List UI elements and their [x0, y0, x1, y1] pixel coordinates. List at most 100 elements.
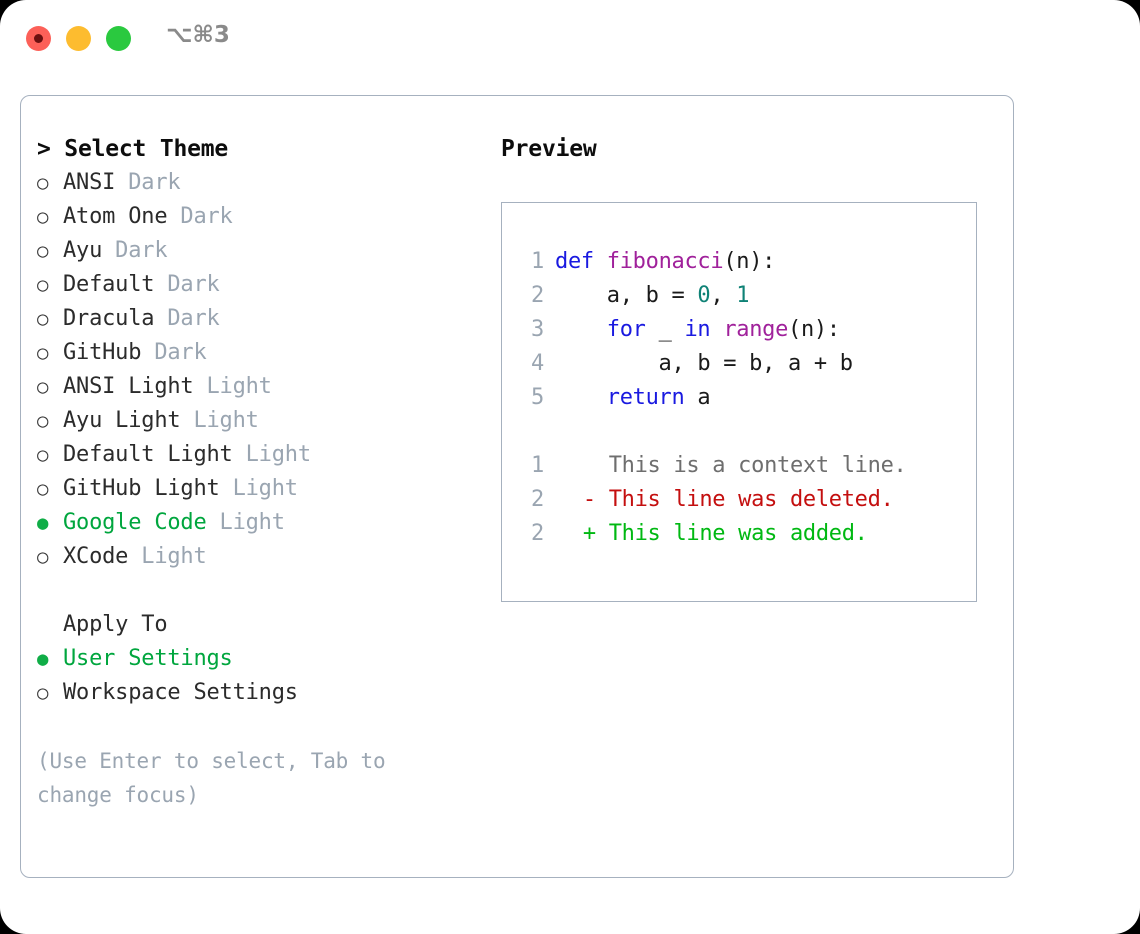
code-blank-line	[520, 415, 970, 449]
radio-selected-icon: ●	[37, 512, 49, 534]
diff-line-number: 2	[531, 487, 544, 512]
theme-option-variant: Light	[193, 374, 272, 399]
theme-option-variant: Light	[219, 476, 298, 501]
code-token	[710, 317, 723, 342]
radio-selected-icon: ●	[37, 648, 49, 670]
radio-unselected-icon: ○	[37, 682, 49, 704]
theme-option-name: Atom One	[63, 204, 168, 229]
code-token: return	[606, 385, 685, 410]
theme-option-name: ANSI	[63, 170, 116, 195]
title-bar: ⌥⌘3	[0, 0, 1140, 78]
theme-option-ansi-light[interactable]: ○ ANSI Light Light	[37, 370, 477, 404]
apply-to-option-name: User Settings	[63, 646, 233, 671]
theme-option-variant: Dark	[154, 272, 220, 297]
code-token: _	[645, 317, 685, 342]
theme-option-list[interactable]: ○ ANSI Dark ○ Atom One Dark ○ Ayu Dark ○ Defaul…	[37, 166, 477, 574]
code-token: in	[684, 317, 711, 342]
theme-option-dracula[interactable]: ○ Dracula Dark	[37, 302, 477, 336]
code-line: 3 for _ in range(n):	[520, 313, 970, 347]
theme-option-name: Dracula	[63, 306, 155, 331]
theme-option-default-light[interactable]: ○ Default Light Light	[37, 438, 477, 472]
diff-line-text: + This line was added.	[544, 521, 868, 546]
radio-unselected-icon: ○	[37, 240, 49, 262]
preview-heading: Preview	[501, 136, 597, 162]
apply-to-option-user-settings[interactable]: ● User Settings	[37, 642, 477, 676]
theme-option-ayu[interactable]: ○ Ayu Dark	[37, 234, 477, 268]
code-token: a, b = b, a + b	[555, 351, 854, 376]
diff-line: 2 + This line was added.	[520, 517, 970, 551]
diff-line-number: 2	[531, 521, 544, 546]
diff-line-text: This is a context line.	[544, 453, 907, 478]
code-token: range	[723, 317, 789, 342]
theme-list-column: > Select Theme ○ANSI Dark○Atom One Dark○…	[37, 132, 477, 812]
code-token: a	[684, 385, 711, 410]
radio-unselected-icon: ○	[37, 444, 49, 466]
code-token: 0	[697, 283, 711, 308]
code-token: ,	[710, 283, 737, 308]
theme-option-xcode[interactable]: ○XCode Light	[37, 540, 477, 574]
diff-line: 1 This is a context line.	[520, 449, 970, 483]
code-line-number: 2	[531, 283, 544, 308]
radio-unselected-icon: ○	[37, 376, 49, 398]
diff-line-text: - This line was deleted.	[544, 487, 894, 512]
keyboard-shortcut-label: ⌥⌘3	[166, 22, 230, 48]
theme-option-name: ANSI Light	[63, 374, 194, 399]
maximize-window-icon[interactable]	[106, 26, 131, 51]
theme-option-variant: Light	[180, 408, 259, 433]
theme-option-ayu-light[interactable]: ○ Ayu Light Light	[37, 404, 477, 438]
theme-option-name: Default Light	[63, 442, 233, 467]
apply-to-option-workspace-settings[interactable]: ○ Workspace Settings	[37, 676, 477, 710]
code-line: 2 a, b = 0, 1	[520, 279, 970, 313]
radio-unselected-icon: ○	[37, 274, 49, 296]
radio-unselected-icon: ○	[37, 206, 49, 228]
apply-to-heading: Apply To	[63, 612, 168, 637]
diff-line-number: 1	[531, 453, 544, 478]
radio-unselected-icon: ○	[37, 172, 49, 194]
theme-option-default[interactable]: ○ Default Dark	[37, 268, 477, 302]
theme-option-variant: Dark	[115, 170, 181, 195]
theme-option-name: XCode	[63, 544, 129, 569]
select-theme-heading: > Select Theme	[37, 136, 229, 162]
code-token: 1	[736, 283, 750, 308]
theme-option-github[interactable]: ○GitHub Dark	[37, 336, 477, 370]
apply-to-option-list[interactable]: ● User Settings ○ Workspace Settings	[37, 642, 477, 710]
apply-to-option-name: Workspace Settings	[63, 680, 298, 705]
code-line-number: 4	[531, 351, 544, 376]
theme-option-atom-one[interactable]: ○ Atom One Dark	[37, 200, 477, 234]
diff-line-list: 1 This is a context line.2 - This line w…	[520, 449, 970, 551]
code-token: a, b =	[555, 283, 698, 308]
radio-unselected-icon: ○	[37, 308, 49, 330]
keyboard-hint-text: (Use Enter to select, Tab to change focu…	[37, 749, 386, 807]
theme-option-name: GitHub Light	[63, 476, 220, 501]
theme-option-google-code[interactable]: ●Google Code Light	[37, 506, 477, 540]
code-token: def	[555, 249, 594, 274]
theme-option-name: GitHub	[63, 340, 142, 365]
section-spacer	[37, 574, 477, 608]
minimize-window-icon[interactable]	[66, 26, 91, 51]
theme-option-name: Default	[63, 272, 155, 297]
theme-option-name: Ayu	[63, 238, 103, 263]
theme-option-variant: Dark	[102, 238, 168, 263]
theme-option-variant: Dark	[141, 340, 207, 365]
theme-option-name: Google Code	[63, 510, 207, 535]
radio-unselected-icon: ○	[37, 546, 49, 568]
theme-option-variant: Dark	[154, 306, 220, 331]
radio-unselected-icon: ○	[37, 410, 49, 432]
code-token	[555, 317, 607, 342]
diff-line: 2 - This line was deleted.	[520, 483, 970, 517]
close-window-icon[interactable]	[26, 26, 51, 51]
theme-option-ansi[interactable]: ○ ANSI Dark	[37, 166, 477, 200]
theme-option-variant: Light	[232, 442, 311, 467]
code-token	[594, 249, 607, 274]
theme-option-name: Ayu Light	[63, 408, 181, 433]
code-line: 5 return a	[520, 381, 970, 415]
code-line-number: 1	[531, 249, 544, 274]
theme-option-variant: Dark	[167, 204, 233, 229]
code-token: (n):	[723, 249, 776, 274]
theme-option-github-light[interactable]: ○GitHub Light Light	[37, 472, 477, 506]
